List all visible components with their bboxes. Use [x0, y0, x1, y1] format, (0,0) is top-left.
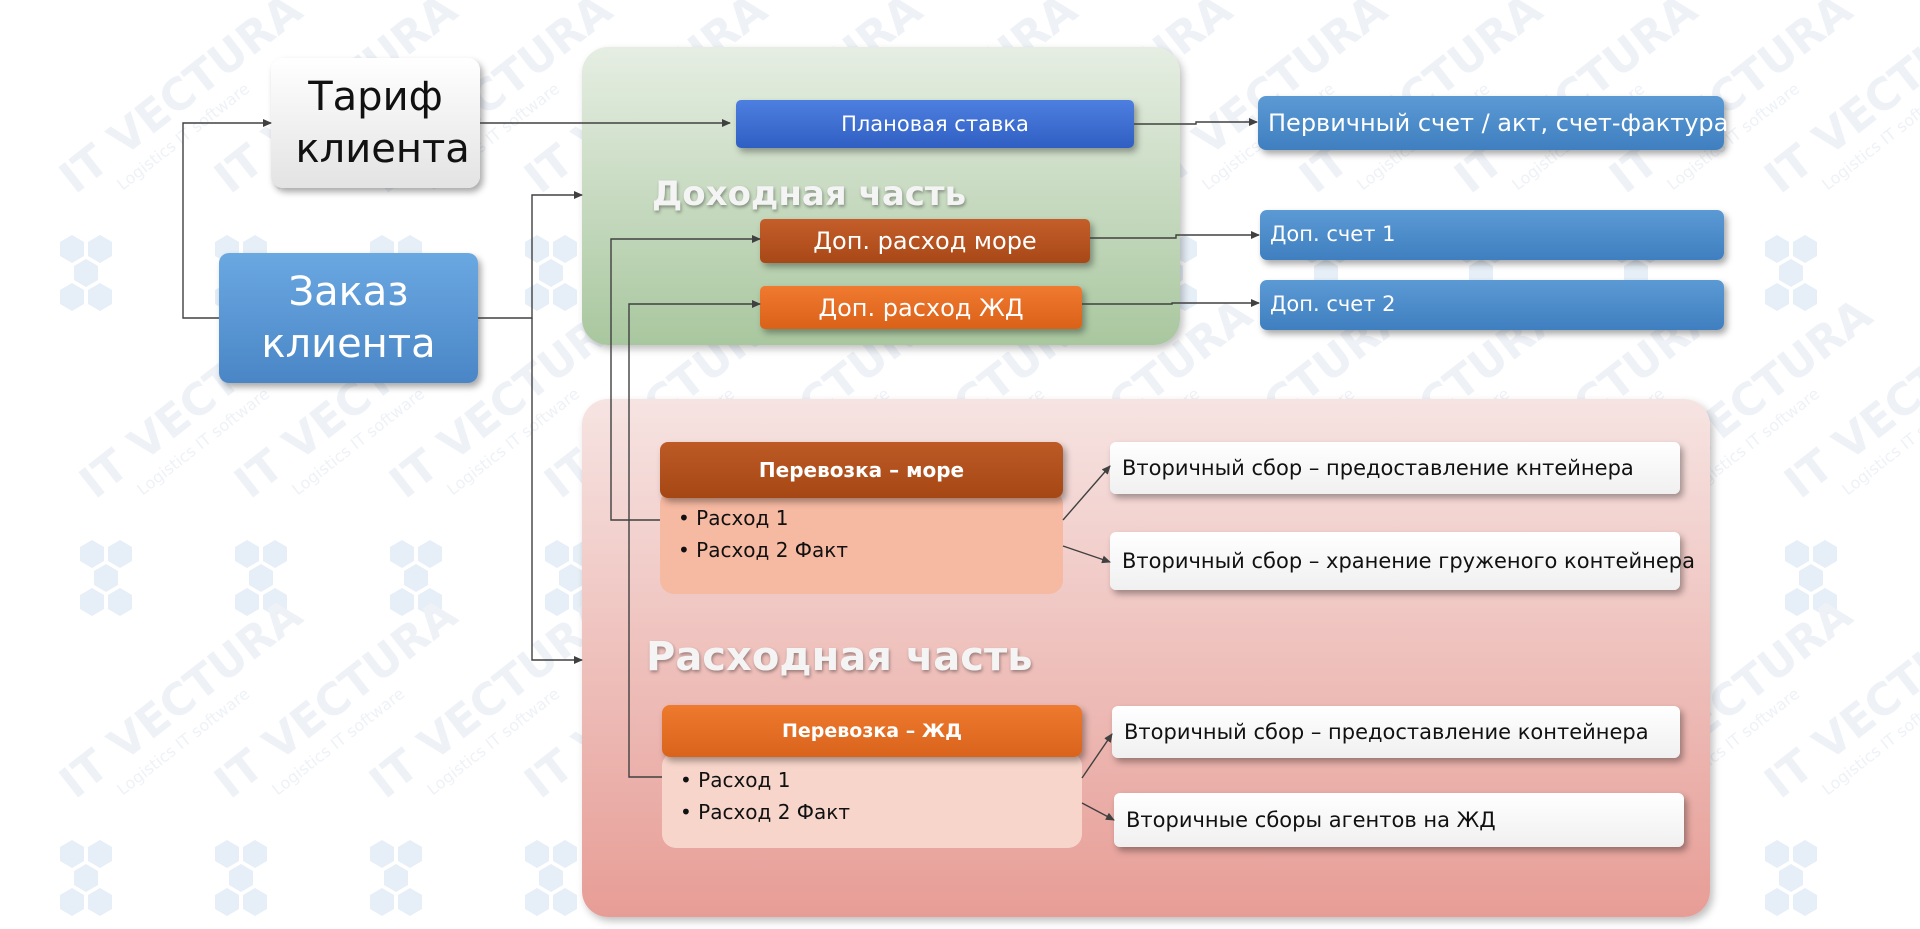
svg-text:Logistics IT software: Logistics IT software [443, 384, 583, 499]
svg-text:Logistics IT software: Logistics IT software [1818, 79, 1920, 194]
watermark-hex-logo [60, 840, 112, 916]
watermark-hex-logo [235, 540, 287, 616]
income-panel-title: Доходная часть [652, 174, 967, 214]
watermark-hex-logo [60, 235, 112, 311]
transport-sea-label: Перевозка – море [758, 458, 965, 482]
order-label: Заказ клиента [261, 269, 436, 367]
transport-sea-bar[interactable]: Перевозка – море [660, 442, 1063, 498]
svg-text:Logistics IT software: Logistics IT software [423, 684, 563, 799]
extra-invoice-2-bar[interactable]: Доп. счет 2 [1260, 280, 1724, 330]
expense-panel-title: Расходная часть [646, 634, 1033, 680]
svg-text:Logistics IT software: Logistics IT software [113, 79, 253, 194]
watermark-hex-logo [525, 235, 577, 311]
rail-fee-1-box[interactable]: Вторичный сбор – предоставление контейне… [1112, 706, 1680, 758]
connector-order-to-income [478, 191, 583, 319]
extra-invoice-1-bar[interactable]: Доп. счет 1 [1260, 210, 1724, 260]
rail-fee-2-box[interactable]: Вторичные сборы агентов на ЖД [1114, 793, 1684, 847]
plan-rate-label: Плановая ставка [841, 112, 1029, 136]
watermark-hex-logo [525, 840, 577, 916]
primary-invoice-label: Первичный счет / акт, счет-фактура [1268, 109, 1729, 137]
svg-text:IT VECTURA: IT VECTURA [50, 589, 311, 809]
transport-rail-label: Перевозка – ЖД [781, 720, 963, 742]
watermark-hex-logo [80, 540, 132, 616]
svg-text:IT VECTURA: IT VECTURA [1755, 0, 1920, 204]
watermark-hex-logo [370, 840, 422, 916]
watermark-hex-logo [390, 540, 442, 616]
tariff-label: Тариф клиента [295, 74, 470, 172]
list-item: • Расход 2 Факт [680, 800, 851, 824]
extra-invoice-2-label: Доп. счет 2 [1270, 292, 1396, 316]
rail-fee-2-label: Вторичные сборы агентов на ЖД [1126, 808, 1496, 832]
svg-text:Logistics IT software: Logistics IT software [133, 384, 273, 499]
sea-fee-1-box[interactable]: Вторичный сбор – предоставление кнтейнер… [1110, 442, 1680, 494]
sea-items-list: • Расход 1 • Расход 2 Факт [660, 490, 1063, 594]
extra-invoice-1-label: Доп. счет 1 [1270, 222, 1396, 246]
extra-sea-bar[interactable]: Доп. расход море [760, 219, 1090, 263]
svg-text:Logistics IT software: Logistics IT software [288, 384, 428, 499]
sea-fee-2-label: Вторичный сбор – хранение груженого конт… [1122, 549, 1695, 573]
rail-items-list: • Расход 1 • Расход 2 Факт [662, 752, 1082, 848]
svg-text:Logistics IT software: Logistics IT software [1838, 384, 1920, 499]
watermark-hex-logo [1765, 235, 1817, 311]
tariff-box[interactable]: Тариф клиента [271, 58, 480, 188]
list-item: • Расход 1 [678, 506, 789, 530]
list-item: • Расход 1 [680, 768, 791, 792]
svg-text:Logistics IT software: Logistics IT software [268, 684, 408, 799]
sea-fee-2-box[interactable]: Вторичный сбор – хранение груженого конт… [1110, 532, 1695, 590]
svg-text:IT VECTURA: IT VECTURA [205, 589, 466, 809]
list-item: • Расход 2 Факт [678, 538, 849, 562]
watermark-hex-logo [1765, 840, 1817, 916]
svg-text:Logistics IT software: Logistics IT software [113, 684, 253, 799]
extra-rail-bar[interactable]: Доп. расход ЖД [760, 286, 1082, 329]
order-box[interactable]: Заказ клиента [219, 253, 478, 383]
connector-order-to-expense [531, 318, 583, 664]
watermark-hex-logo [1785, 540, 1837, 616]
svg-text:IT VECTURA: IT VECTURA [1775, 289, 1920, 509]
rail-fee-1-label: Вторичный сбор – предоставление контейне… [1124, 720, 1649, 744]
primary-invoice-bar[interactable]: Первичный счет / акт, счет-фактура [1258, 96, 1728, 150]
transport-rail-bar[interactable]: Перевозка – ЖД [662, 705, 1082, 757]
plan-rate-bar[interactable]: Плановая ставка [736, 100, 1134, 148]
extra-rail-label: Доп. расход ЖД [818, 293, 1024, 322]
svg-text:Logistics IT software: Logistics IT software [1818, 684, 1920, 799]
watermark-hex-logo [215, 840, 267, 916]
svg-text:IT VECTURA: IT VECTURA [1755, 589, 1920, 809]
extra-sea-label: Доп. расход море [813, 227, 1037, 255]
sea-fee-1-label: Вторичный сбор – предоставление кнтейнер… [1122, 456, 1634, 480]
